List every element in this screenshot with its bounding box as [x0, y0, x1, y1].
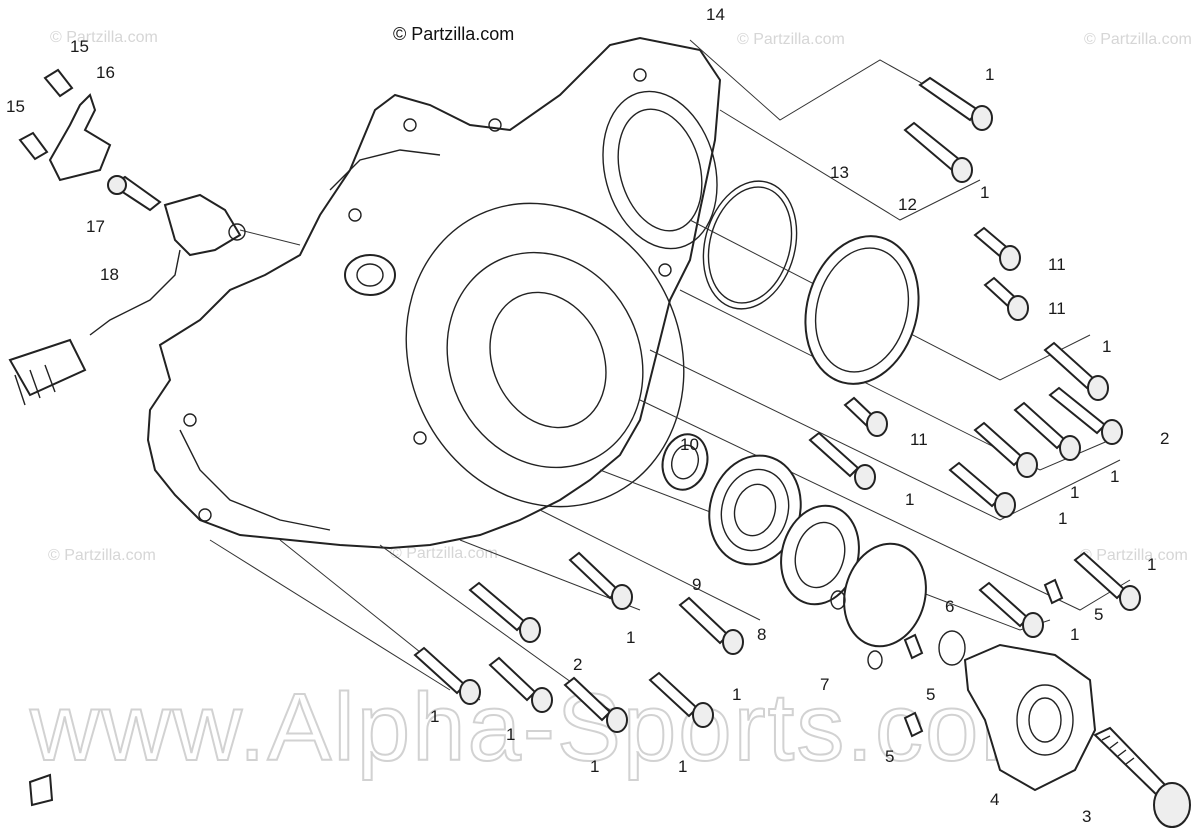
callout-1-c: 1	[1102, 337, 1111, 356]
seal-10	[661, 433, 709, 491]
sensor-assembly-18	[8, 193, 246, 406]
callout-18: 18	[100, 265, 119, 284]
callout-8: 8	[757, 625, 766, 644]
watermark-partzilla-1: © Partzilla.com	[50, 29, 158, 46]
callout-1-b: 1	[980, 183, 989, 202]
callout-1-o: 1	[678, 757, 687, 776]
callout-11-a: 11	[1048, 255, 1066, 274]
callout-1-h: 1	[1147, 555, 1156, 574]
callout-5-c: 5	[885, 747, 894, 766]
callout-16: 16	[96, 63, 115, 82]
bracket-16	[48, 93, 112, 182]
callout-13: 13	[830, 163, 849, 182]
callout-6: 6	[945, 597, 954, 616]
copyright-notice: © Partzilla.com	[393, 24, 514, 44]
callout-1-j: 1	[626, 628, 635, 647]
bolt-3	[1093, 726, 1191, 828]
plate-7	[830, 542, 927, 670]
watermark-partzilla-2: © Partzilla.com	[737, 31, 845, 48]
o-ring-6	[938, 630, 966, 666]
watermark-partzilla-3: © Partzilla.com	[1084, 31, 1192, 48]
callout-1-n: 1	[590, 757, 599, 776]
callout-2-b: 2	[573, 655, 582, 674]
callout-7: 7	[820, 675, 829, 694]
watermark-partzilla-6: © Partzilla.com	[1080, 547, 1188, 564]
crankcase-cover	[146, 36, 722, 550]
bolt-15-lower	[18, 131, 49, 161]
callout-11-c: 11	[910, 430, 928, 449]
cover-12	[804, 235, 920, 385]
callout-1-d: 1	[1110, 467, 1119, 486]
callout-12: 12	[898, 195, 917, 214]
callout-1-e: 1	[1070, 483, 1079, 502]
callout-4: 4	[990, 790, 999, 809]
callout-2-a: 2	[1160, 429, 1169, 448]
callout-1-l: 1	[430, 707, 439, 726]
gasket-13	[702, 180, 798, 310]
callout-14: 14	[706, 5, 725, 24]
bolt-15-upper	[43, 68, 74, 98]
housing-4	[963, 643, 1097, 792]
callout-9: 9	[692, 575, 701, 594]
callout-15-lower: 15	[6, 97, 25, 116]
seal-8	[780, 504, 860, 606]
bolt-17	[107, 175, 162, 212]
callout-15-upper: 15	[70, 37, 89, 56]
callout-1-g: 1	[905, 490, 914, 509]
callout-17: 17	[86, 217, 105, 236]
callout-1-m: 1	[506, 725, 515, 744]
callout-5-a: 5	[1094, 605, 1103, 624]
callout-3: 3	[1082, 807, 1091, 826]
callout-labels: 14 15 16 15 17 18 1 1 13 12 11 11 1 11 2…	[6, 5, 1169, 826]
bracket-bottom-left	[28, 773, 54, 807]
bolts	[413, 76, 1141, 738]
callout-10: 10	[680, 435, 699, 454]
callout-1-i: 1	[1070, 625, 1079, 644]
callout-5-b: 5	[926, 685, 935, 704]
callout-11-b: 11	[1048, 299, 1066, 318]
watermark-partzilla-4: © Partzilla.com	[48, 547, 156, 564]
callout-1-k: 1	[732, 685, 741, 704]
watermark-partzilla-5: © Partzilla.com	[390, 545, 498, 562]
callout-1-a: 1	[985, 65, 994, 84]
callout-1-f: 1	[1058, 509, 1067, 528]
